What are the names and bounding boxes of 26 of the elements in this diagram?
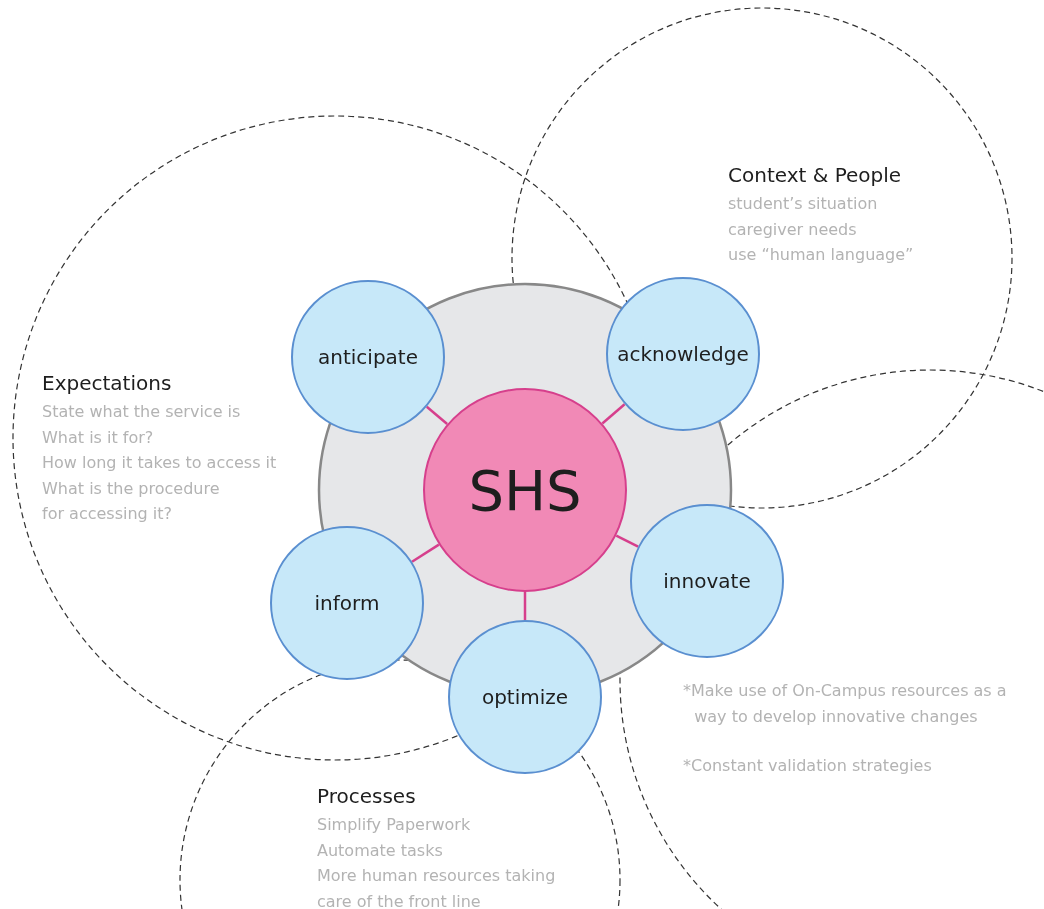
note-text: Simplify Paperwork [317,814,472,836]
note-text: student’s situation [728,193,879,215]
note-text: State what the service is [42,401,242,423]
section-heading: Expectations [42,370,173,397]
note-text: use “human language” [728,244,915,266]
circle-label: SHS [468,457,582,523]
note-text: *Make use of On-Campus resources as a way to develop innovative changes [683,680,1008,728]
connector-line [411,543,440,563]
connector-line [615,534,639,548]
circle-label: optimize [481,685,569,709]
connector-line [425,405,448,426]
note-text: How long it takes to access it [42,452,278,474]
note-text: caregiver needs [728,218,858,241]
section-heading: Processes [317,783,417,810]
circle-label: inform [314,591,380,615]
note-text: *Constant validation strategies [683,755,933,777]
note-text: Automate tasks [317,839,444,862]
connector-line [601,403,626,425]
connector-line [523,592,527,620]
note-text: What is it for? [42,426,155,449]
note-text: What is the procedure for accessing it? [42,477,221,525]
circle-label: acknowledge [617,342,749,366]
note-text: More human resources taking care of the front line [317,865,557,909]
circle-label: innovate [663,569,751,593]
circle-label: anticipate [318,345,418,369]
section-heading: Context & People [728,162,903,189]
